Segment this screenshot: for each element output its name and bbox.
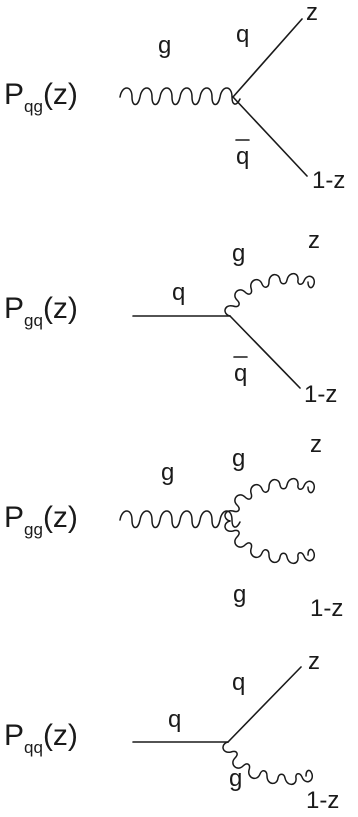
outgoing-upper-gluon [224, 477, 316, 522]
outgoing-upper-gluon [224, 272, 316, 317]
diagram-p-qq: Pqq(z) q q z g 1-z [4, 648, 339, 814]
outgoing-lower-gluon [224, 520, 316, 565]
upper-label: g [232, 240, 245, 267]
incoming-label: g [161, 459, 174, 486]
lower-fraction: 1-z [304, 381, 337, 408]
outgoing-lower-gluon [222, 741, 314, 786]
function-main: P [4, 78, 24, 111]
function-label: Pgq(z) [4, 292, 78, 330]
function-subscript: gg [24, 520, 43, 539]
upper-fraction: z [308, 648, 320, 675]
upper-fraction: z [310, 431, 322, 458]
diagram-p-gg: Pgg(z) g g z g 1-z [4, 431, 343, 622]
upper-fraction: z [308, 227, 320, 254]
upper-label: q [236, 21, 249, 48]
function-argument: (z) [43, 292, 78, 325]
function-subscript: qg [24, 97, 43, 116]
lower-label: q [236, 143, 249, 170]
lower-fraction: 1-z [310, 595, 343, 622]
upper-fraction: z [306, 0, 318, 26]
function-label: Pgg(z) [4, 501, 78, 539]
lower-label: g [229, 765, 242, 792]
outgoing-upper-quark [227, 666, 302, 743]
incoming-label: q [168, 706, 181, 733]
outgoing-lower-antiquark [229, 315, 301, 389]
lower-fraction: 1-z [312, 167, 345, 194]
upper-label: g [232, 445, 245, 472]
outgoing-upper-quark [232, 18, 303, 98]
lower-label: q [234, 360, 247, 387]
function-argument: (z) [43, 719, 78, 752]
lower-label: g [233, 581, 246, 608]
lower-fraction: 1-z [306, 787, 339, 814]
diagram-p-gq: Pgq(z) q g z q 1-z [4, 227, 337, 408]
function-label: Pqq(z) [4, 719, 78, 757]
function-main: P [4, 292, 24, 325]
function-main: P [4, 719, 24, 752]
function-label: Pqg(z) [4, 78, 78, 116]
function-argument: (z) [43, 78, 78, 111]
function-main: P [4, 501, 24, 534]
function-subscript: qq [24, 738, 43, 757]
diagram-p-qg: Pqg(z) g q z q 1-z [4, 0, 345, 194]
incoming-label: g [158, 32, 171, 59]
incoming-gluon [119, 87, 241, 106]
incoming-label: q [172, 279, 185, 306]
incoming-gluon [119, 510, 241, 529]
function-argument: (z) [43, 501, 78, 534]
function-subscript: gq [24, 311, 43, 330]
outgoing-lower-antiquark [232, 96, 308, 177]
upper-label: q [232, 669, 245, 696]
